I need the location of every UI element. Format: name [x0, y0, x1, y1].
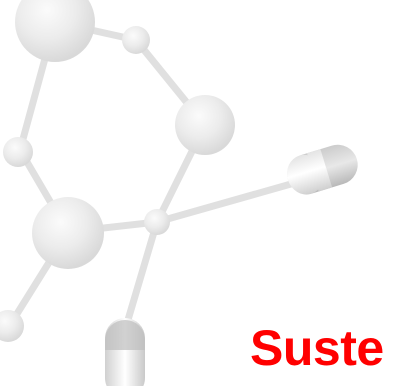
- vertical-capsule-icon: [105, 318, 145, 391]
- atom-node: [175, 95, 235, 155]
- atom-node: [15, 0, 95, 62]
- atom-node: [32, 197, 104, 269]
- capsule-icon: [287, 144, 358, 195]
- slide-title: Suste: [250, 320, 384, 376]
- atom-node: [122, 26, 150, 54]
- atom-node: [3, 137, 33, 167]
- atom-node: [144, 209, 170, 235]
- atom-node: [0, 310, 24, 342]
- atom-nodes: [0, 0, 235, 342]
- bond-lines: [6, 18, 309, 334]
